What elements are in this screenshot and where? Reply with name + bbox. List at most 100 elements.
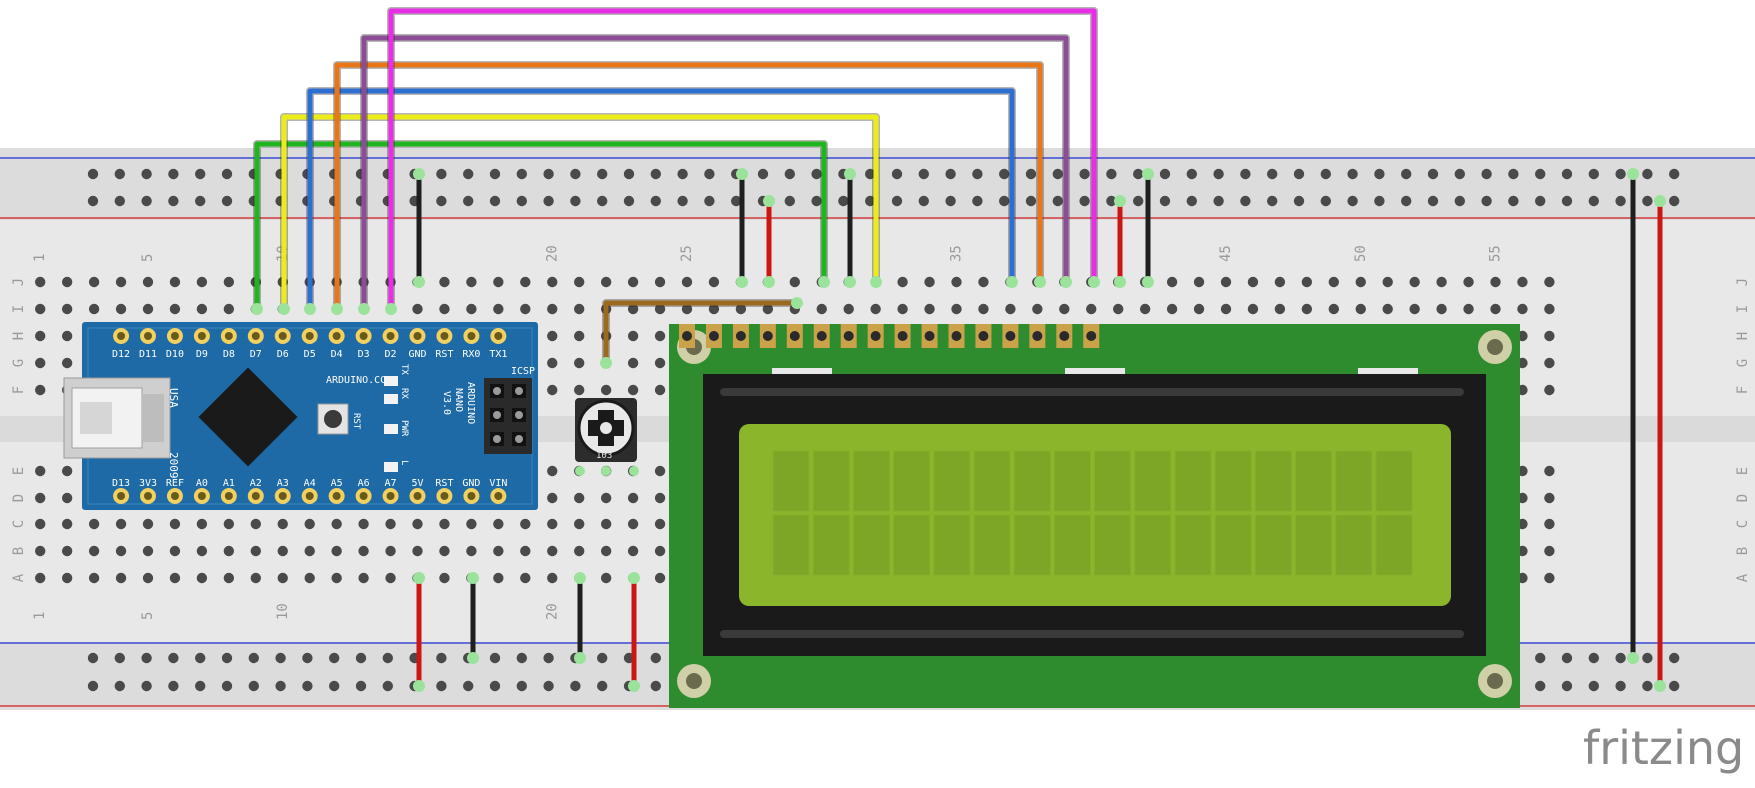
rail-hole — [275, 680, 286, 692]
breadboard-hole — [600, 276, 612, 288]
breadboard-hole — [196, 276, 208, 288]
lcd-cell — [933, 514, 971, 576]
breadboard-hole — [547, 545, 558, 557]
breadboard-hole — [61, 518, 73, 530]
rail-hole — [1213, 168, 1224, 180]
rail-hole — [1133, 168, 1144, 180]
breadboard-hole — [654, 357, 666, 369]
row-letter: I — [11, 305, 27, 313]
lcd-cell — [812, 514, 850, 576]
rail-hole — [597, 652, 608, 664]
breadboard-hole — [88, 303, 100, 315]
rail-hole — [570, 168, 581, 180]
rail-hole — [945, 195, 956, 207]
breadboard-hole — [412, 518, 423, 530]
rail-hole — [623, 195, 635, 207]
rail-hole — [1427, 168, 1439, 180]
breadboard-hole — [88, 572, 100, 584]
rail-hole — [1052, 168, 1064, 180]
breadboard-hole — [1193, 276, 1205, 288]
rail-hole — [650, 195, 661, 207]
row-letter: E — [1735, 467, 1751, 475]
breadboard-hole — [547, 276, 558, 288]
rail-hole — [302, 680, 313, 692]
breadboard-hole — [600, 518, 612, 530]
breadboard-hole — [250, 572, 261, 584]
breadboard-hole — [520, 572, 531, 584]
column-number-top: 45 — [1218, 245, 1234, 262]
rail-hole — [463, 680, 474, 692]
breadboard-hole — [304, 545, 315, 557]
name-line3: V3.0 — [441, 391, 452, 415]
breadboard-hole — [35, 384, 46, 396]
column-number-top: 5 — [140, 254, 156, 262]
breadboard-hole — [439, 545, 450, 557]
breadboard-hole — [169, 276, 181, 288]
breadboard-hole — [547, 303, 558, 315]
breadboard-hole — [1409, 303, 1420, 315]
breadboard-hole — [439, 518, 450, 530]
breadboard-hole — [88, 518, 100, 530]
breadboard-hole — [1166, 276, 1178, 288]
lcd-cell — [852, 450, 890, 512]
rail-hole — [436, 168, 447, 180]
breadboard-hole — [1113, 303, 1124, 315]
rail-hole — [382, 652, 393, 664]
rail-hole — [221, 680, 233, 692]
breadboard-hole — [1301, 303, 1313, 315]
rail-hole — [168, 195, 179, 207]
breadboard-hole — [1328, 303, 1340, 315]
rail-hole — [1508, 168, 1519, 180]
rail-hole — [757, 168, 769, 180]
pin-label-bottom: A0 — [196, 478, 208, 489]
breadboard-hole — [654, 465, 666, 477]
breadboard-hole — [142, 572, 154, 584]
breadboard-hole — [1436, 303, 1447, 315]
breadboard-hole — [1544, 518, 1555, 530]
breadboard-hole — [439, 276, 450, 288]
breadboard-hole — [61, 276, 73, 288]
breadboard-hole — [1220, 303, 1232, 315]
breadboard-hole — [654, 518, 666, 530]
breadboard-hole — [547, 572, 558, 584]
breadboard-hole — [600, 492, 612, 504]
rail-hole — [1642, 168, 1653, 180]
row-letter: D — [1735, 494, 1751, 502]
lcd-cell — [973, 450, 1011, 512]
rail-hole — [704, 195, 715, 207]
breadboard-hole — [897, 276, 908, 288]
wire-brown-pot-wiper — [603, 300, 800, 366]
name-line1: ARDUINO — [465, 382, 476, 424]
breadboard-hole — [1166, 303, 1178, 315]
breadboard-hole — [574, 357, 585, 369]
rail-hole — [1561, 168, 1573, 180]
rail-hole — [838, 195, 849, 207]
column-number-bottom: 20 — [544, 603, 560, 620]
breadboard-hole — [385, 572, 396, 584]
breadboard-hole — [35, 357, 46, 369]
breadboard-hole — [61, 303, 73, 315]
rail-hole — [1106, 195, 1117, 207]
breadboard-hole — [627, 384, 639, 396]
breadboard-hole — [142, 545, 154, 557]
lcd-header-pins — [679, 324, 1100, 348]
rail-hole — [1588, 195, 1600, 207]
lcd-cell — [1254, 514, 1292, 576]
breadboard-hole — [708, 276, 720, 288]
rail-hole — [1561, 652, 1573, 664]
rail-hole — [168, 168, 179, 180]
rail-hole — [1535, 652, 1546, 664]
pin-label-top: RST — [435, 349, 453, 360]
rail-hole — [731, 195, 742, 207]
rail-hole — [1535, 168, 1546, 180]
breadboard-hole — [1544, 545, 1555, 557]
breadboard-hole — [250, 545, 261, 557]
rail-hole — [918, 168, 929, 180]
rail-hole — [221, 168, 233, 180]
rail-hole — [1159, 195, 1171, 207]
breadboard-hole — [978, 276, 989, 288]
row-letter: E — [11, 467, 27, 475]
rail-hole — [436, 680, 447, 692]
breadboard-hole — [88, 545, 100, 557]
